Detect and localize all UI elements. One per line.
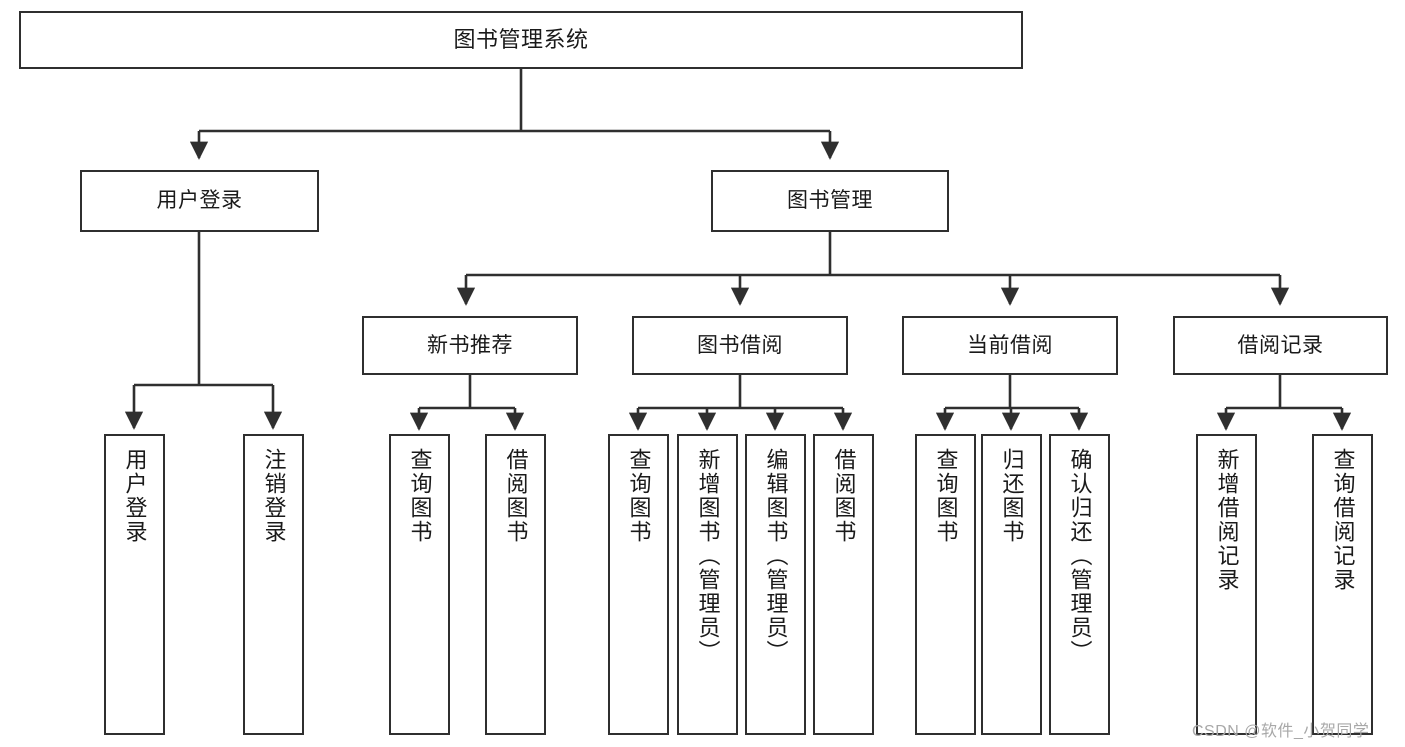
node-root-label: 图书管理系统 bbox=[453, 26, 589, 52]
node-new-book-recommend[interactable]: 新书推荐 bbox=[362, 316, 578, 375]
node-book-manage-label: 图书管理 bbox=[787, 189, 873, 213]
node-borrow-record[interactable]: 借阅记录 bbox=[1173, 316, 1388, 375]
node-leaf-query-record-label: 查询借阅记录 bbox=[1330, 448, 1356, 592]
node-new-book-recommend-label: 新书推荐 bbox=[427, 333, 513, 357]
node-leaf-return-book-label: 归还图书 bbox=[999, 448, 1025, 544]
node-leaf-user-logout-label: 注销登录 bbox=[261, 448, 287, 544]
node-leaf-user-logout[interactable]: 注销登录 bbox=[243, 434, 304, 735]
node-leaf-add-book-label: 新增图书（管理员） bbox=[695, 448, 721, 664]
watermark-text: CSDN @软件_小贺同学 bbox=[1192, 723, 1370, 740]
node-leaf-borrow-book-1-label: 借阅图书 bbox=[503, 448, 529, 544]
node-leaf-query-book-2[interactable]: 查询图书 bbox=[608, 434, 669, 735]
node-book-manage[interactable]: 图书管理 bbox=[711, 170, 949, 232]
node-leaf-query-book-1-label: 查询图书 bbox=[407, 448, 433, 544]
node-leaf-return-book[interactable]: 归还图书 bbox=[981, 434, 1042, 735]
node-leaf-add-book[interactable]: 新增图书（管理员） bbox=[677, 434, 738, 735]
node-root[interactable]: 图书管理系统 bbox=[19, 11, 1023, 69]
node-leaf-borrow-book-1[interactable]: 借阅图书 bbox=[485, 434, 546, 735]
node-leaf-edit-book[interactable]: 编辑图书（管理员） bbox=[745, 434, 806, 735]
node-leaf-user-login[interactable]: 用户登录 bbox=[104, 434, 165, 735]
node-user-login-label: 用户登录 bbox=[156, 189, 243, 213]
node-leaf-edit-book-label: 编辑图书（管理员） bbox=[763, 448, 789, 664]
node-user-login[interactable]: 用户登录 bbox=[80, 170, 319, 232]
node-leaf-query-book-3[interactable]: 查询图书 bbox=[915, 434, 976, 735]
node-leaf-query-record[interactable]: 查询借阅记录 bbox=[1312, 434, 1373, 735]
node-leaf-confirm-return[interactable]: 确认归还（管理员） bbox=[1049, 434, 1110, 735]
node-current-borrow-label: 当前借阅 bbox=[967, 333, 1053, 357]
node-leaf-query-book-1[interactable]: 查询图书 bbox=[389, 434, 450, 735]
node-book-borrow-label: 图书借阅 bbox=[697, 333, 783, 357]
node-book-borrow[interactable]: 图书借阅 bbox=[632, 316, 848, 375]
node-leaf-confirm-return-label: 确认归还（管理员） bbox=[1067, 448, 1093, 664]
node-leaf-add-record-label: 新增借阅记录 bbox=[1214, 448, 1240, 592]
node-current-borrow[interactable]: 当前借阅 bbox=[902, 316, 1118, 375]
node-leaf-borrow-book-2-label: 借阅图书 bbox=[831, 448, 857, 544]
node-leaf-query-book-2-label: 查询图书 bbox=[626, 448, 652, 544]
node-leaf-add-record[interactable]: 新增借阅记录 bbox=[1196, 434, 1257, 735]
node-leaf-user-login-label: 用户登录 bbox=[122, 448, 148, 544]
node-leaf-query-book-3-label: 查询图书 bbox=[933, 448, 959, 544]
node-borrow-record-label: 借阅记录 bbox=[1237, 333, 1324, 357]
node-leaf-borrow-book-2[interactable]: 借阅图书 bbox=[813, 434, 874, 735]
